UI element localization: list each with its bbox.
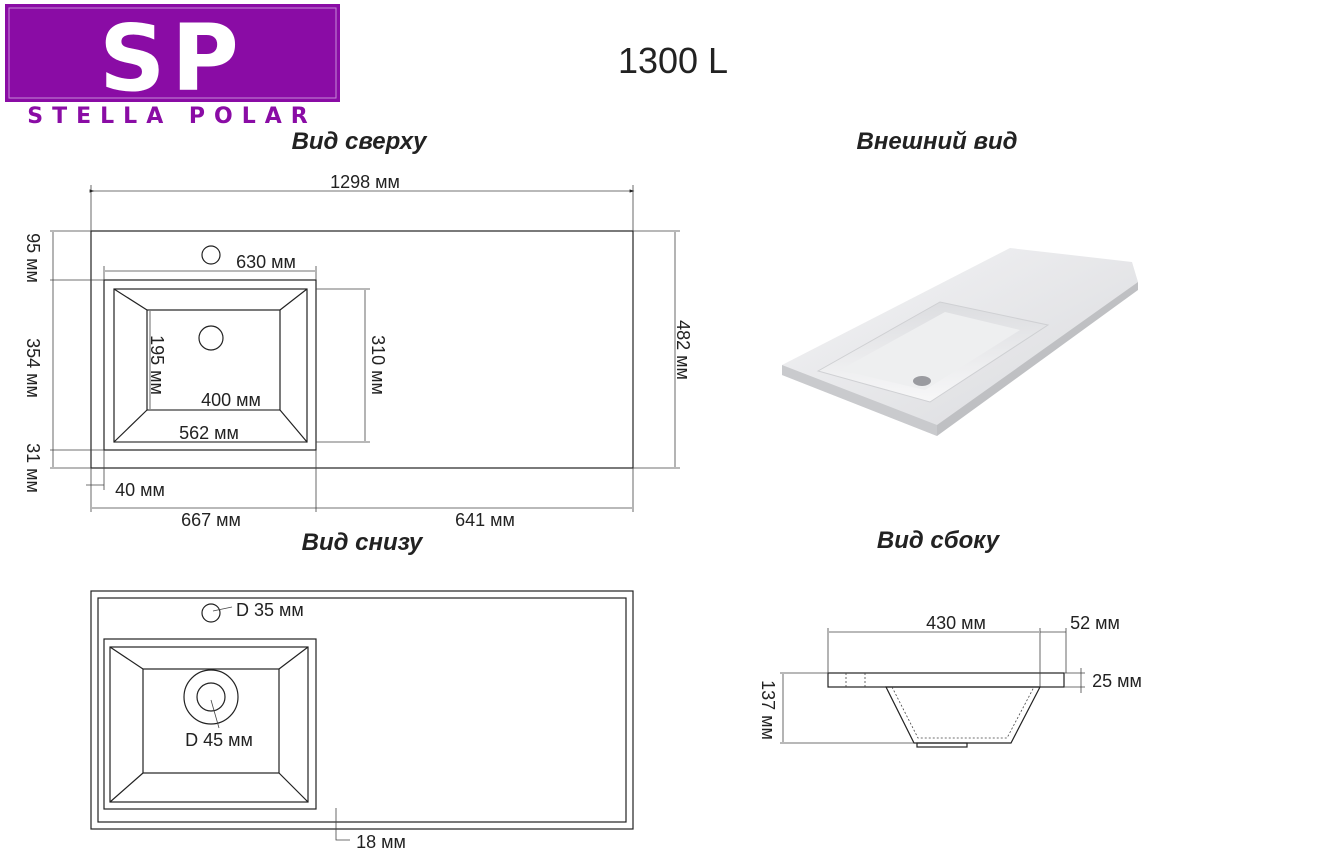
basin-inner-width-label: 562 мм	[179, 423, 239, 443]
drain-hole-label: D 45 мм	[185, 730, 253, 750]
logo-name: STELLA POLAR	[27, 104, 316, 129]
tap-hole-icon	[201, 245, 221, 265]
exterior-view-title: Внешний вид	[857, 128, 1018, 155]
bottom-view-title: Вид снизу	[302, 529, 424, 556]
model-title: 1300 L	[618, 40, 728, 81]
drain-hole-icon	[198, 325, 224, 351]
thickness-label: 25 мм	[1092, 671, 1142, 691]
logo-border	[8, 7, 337, 99]
side-margin-label: 40 мм	[115, 480, 165, 500]
bottom-view-drawing	[90, 590, 634, 841]
right-part-label: 641 мм	[455, 510, 515, 530]
side-bowl-width-label: 430 мм	[926, 613, 986, 633]
drain-inner-icon	[196, 682, 226, 712]
left-part-label: 667 мм	[181, 510, 241, 530]
basin-width-label: 630 мм	[236, 252, 296, 272]
basin-depth-label: 310 мм	[368, 335, 388, 395]
front-margin-label: 31 мм	[23, 443, 43, 493]
logo: SP STELLA POLAR	[5, 4, 340, 129]
bowl-width-label: 400 мм	[201, 390, 261, 410]
tap-hole-label: D 35 мм	[236, 600, 304, 620]
side-view-title: Вид сбоку	[877, 527, 1001, 554]
overall-width-label: 1298 мм	[330, 172, 400, 192]
logo-mark: SP	[99, 5, 245, 112]
overall-depth-label: 482 мм	[673, 320, 693, 380]
logo-background	[5, 4, 340, 102]
side-view-drawing	[780, 628, 1085, 748]
bowl-depth-label: 195 мм	[147, 335, 167, 395]
sink-render-image	[782, 248, 1138, 436]
top-view-drawing	[50, 185, 680, 512]
back-margin-label: 95 мм	[23, 233, 43, 283]
height-label: 137 мм	[758, 680, 778, 740]
rim-label: 18 мм	[356, 832, 406, 852]
drain-outer-icon	[183, 669, 239, 725]
basin-span-label: 354 мм	[23, 338, 43, 398]
edge-label: 52 мм	[1070, 613, 1120, 633]
top-view-title: Вид сверху	[292, 128, 429, 155]
tap-hole-icon	[201, 603, 221, 623]
